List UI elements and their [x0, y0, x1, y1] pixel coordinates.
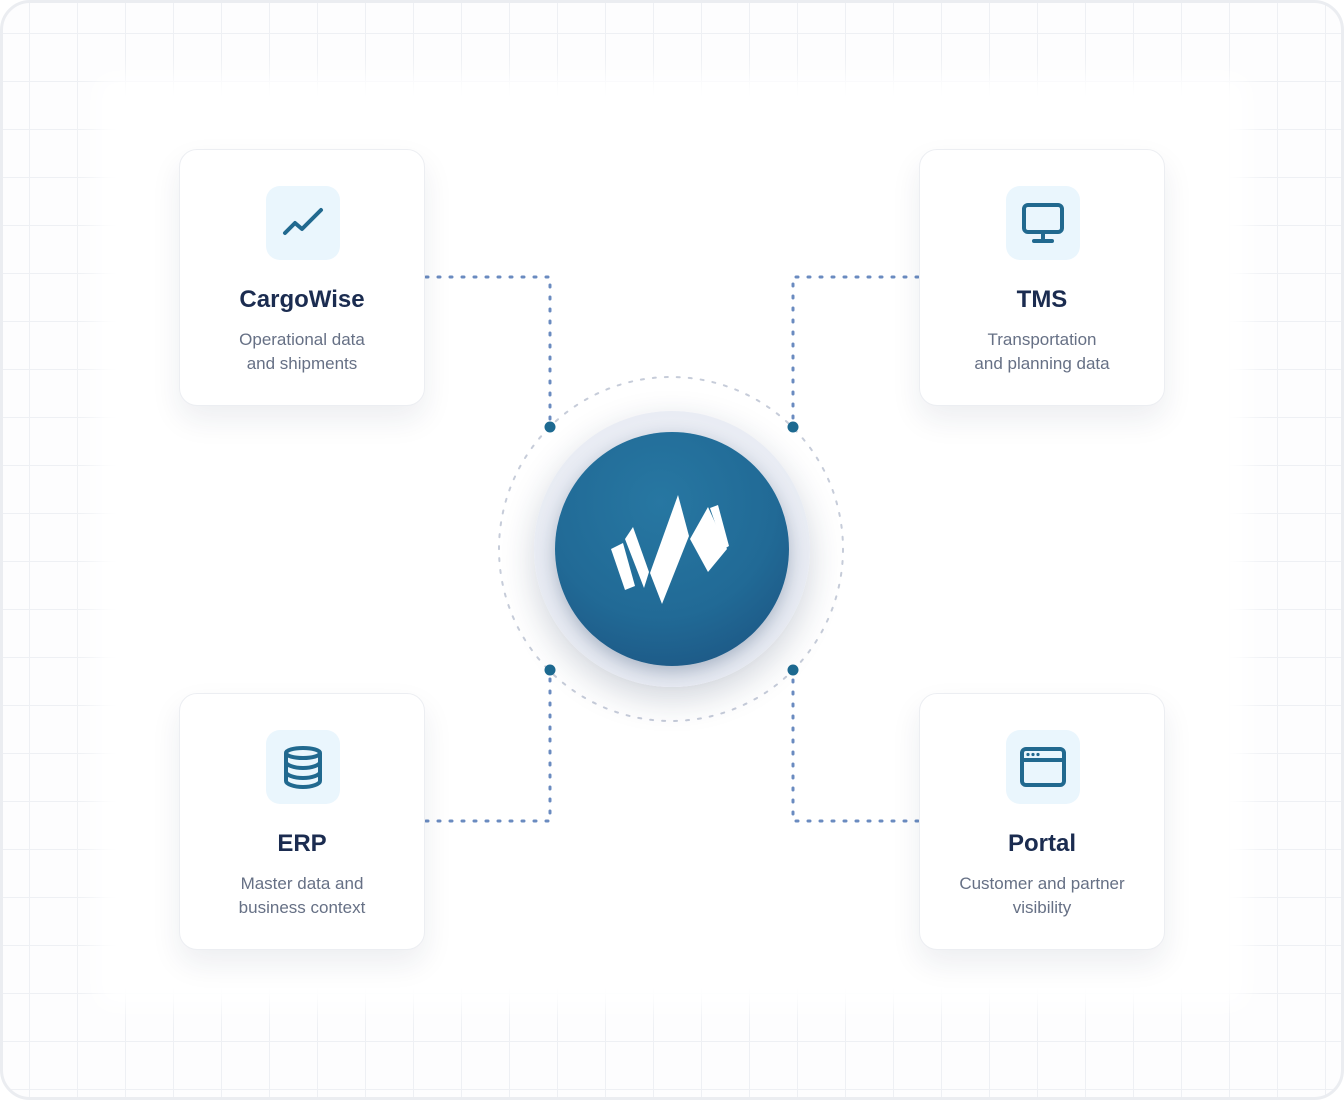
card-title: Portal: [1007, 830, 1076, 857]
connector-dot-erp: [544, 664, 556, 676]
card-description-line: visibility: [1012, 898, 1072, 917]
card-description-line: and shipments: [246, 354, 358, 373]
connector-portal: [791, 668, 920, 823]
card-description-line: and planning data: [974, 354, 1110, 373]
brand-logo-icon: [611, 495, 729, 604]
hub-orbit-ring: [498, 376, 844, 722]
card-icon-tile: [266, 730, 340, 804]
card-description-line: Transportation: [987, 330, 1097, 349]
card-icon-tile: [1006, 186, 1080, 260]
card-title: TMS: [1016, 286, 1068, 313]
card-description-line: Operational data: [239, 330, 365, 349]
card-tms[interactable]: TMS Transportation and planning data: [919, 149, 1165, 406]
browser-window-icon: [1020, 747, 1066, 787]
trend-chart-icon: [283, 208, 323, 235]
card-description: Customer and partner visibility: [940, 872, 1144, 920]
connector-dot-portal: [787, 664, 799, 676]
card-description-line: business context: [238, 898, 366, 917]
card-title: CargoWise: [239, 286, 365, 313]
connector-erp: [424, 668, 552, 823]
card-description: Master data and business context: [200, 872, 404, 920]
card-description-line: Customer and partner: [959, 874, 1125, 893]
database-icon: [284, 746, 322, 789]
card-portal[interactable]: Portal Customer and partner visibility: [919, 693, 1165, 950]
connector-dot-cargowise: [544, 421, 556, 433]
card-description: Transportation and planning data: [940, 328, 1144, 376]
monitor-icon: [1022, 203, 1064, 243]
card-title: ERP: [277, 830, 327, 857]
card-description: Operational data and shipments: [200, 328, 404, 376]
connector-cargowise: [424, 275, 552, 429]
connector-dot-tms: [787, 421, 799, 433]
hub: [555, 432, 789, 666]
card-icon-tile: [1006, 730, 1080, 804]
card-description-line: Master data and: [240, 874, 364, 893]
card-erp[interactable]: ERP Master data and business context: [179, 693, 425, 950]
card-cargowise[interactable]: CargoWise Operational data and shipments: [179, 149, 425, 406]
card-icon-tile: [266, 186, 340, 260]
connector-tms: [791, 275, 920, 429]
